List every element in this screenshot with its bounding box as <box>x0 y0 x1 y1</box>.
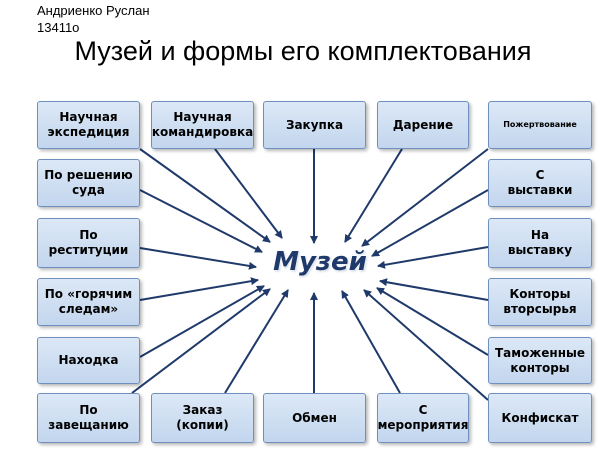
center-museum-label: Музей <box>273 247 367 277</box>
arrow-source-po-resheniyu-suda <box>139 189 263 253</box>
source-kontory-vtorsyrya: Конторы вторсырья <box>488 278 592 326</box>
source-obmen: Обмен <box>263 393 366 443</box>
arrow-source-darenie <box>344 148 403 243</box>
source-po-zaveshchaniyu: По завещанию <box>37 393 140 443</box>
source-na-vystavku: На выставку <box>488 218 592 268</box>
source-po-goryachim-sledam: По «горячим следам» <box>37 278 140 326</box>
source-nauchnaya-komandirovka: Научная командировка <box>151 101 254 149</box>
arrow-source-po-goryachim-sledam <box>139 277 259 301</box>
group-number: 13411о <box>37 20 80 35</box>
arrow-source-po-restitutsii <box>139 247 257 270</box>
arrow-source-tamozhennye-kontory <box>376 287 489 356</box>
arrow-source-nauchnaya-komandirovka <box>214 148 283 239</box>
arrow-source-s-meropriyatiya <box>341 290 401 394</box>
source-zakupka: Закупка <box>263 101 366 149</box>
arrow-source-nauchnaya-ekspeditsiya <box>139 148 271 243</box>
source-s-meropriyatiya: С мероприятия <box>377 393 469 443</box>
source-po-resheniyu-suda: По решению суда <box>37 159 140 207</box>
page-title: Музей и формы его комплектования <box>74 36 532 66</box>
source-nakhodka: Находка <box>37 337 140 384</box>
arrow-source-s-vystavki <box>371 189 489 257</box>
source-po-restitutsii: По реституции <box>37 218 140 268</box>
source-zakaz-kopii: Заказ (копии) <box>151 393 254 443</box>
arrow-source-na-vystavku <box>377 246 489 269</box>
arrow-source-zakaz-kopii <box>224 289 289 394</box>
source-tamozhennye-kontory: Таможенные конторы <box>488 337 592 384</box>
source-s-vystavki: С выставки <box>488 159 592 207</box>
author-name: Андриенко Руслан <box>37 3 150 18</box>
source-pozhertvovanie: Пожертвование <box>488 101 592 149</box>
source-darenie: Дарение <box>377 101 469 149</box>
source-konfiskat: Конфискат <box>488 393 592 443</box>
arrow-source-po-zaveshchaniyu <box>131 288 271 394</box>
arrow-source-konfiskat <box>363 289 489 401</box>
arrow-source-pozhertvovanie <box>361 148 489 247</box>
arrow-source-nakhodka <box>139 285 265 358</box>
arrow-source-kontory-vtorsyrya <box>379 278 489 301</box>
source-nauchnaya-ekspeditsiya: Научная экспедиция <box>37 101 140 149</box>
